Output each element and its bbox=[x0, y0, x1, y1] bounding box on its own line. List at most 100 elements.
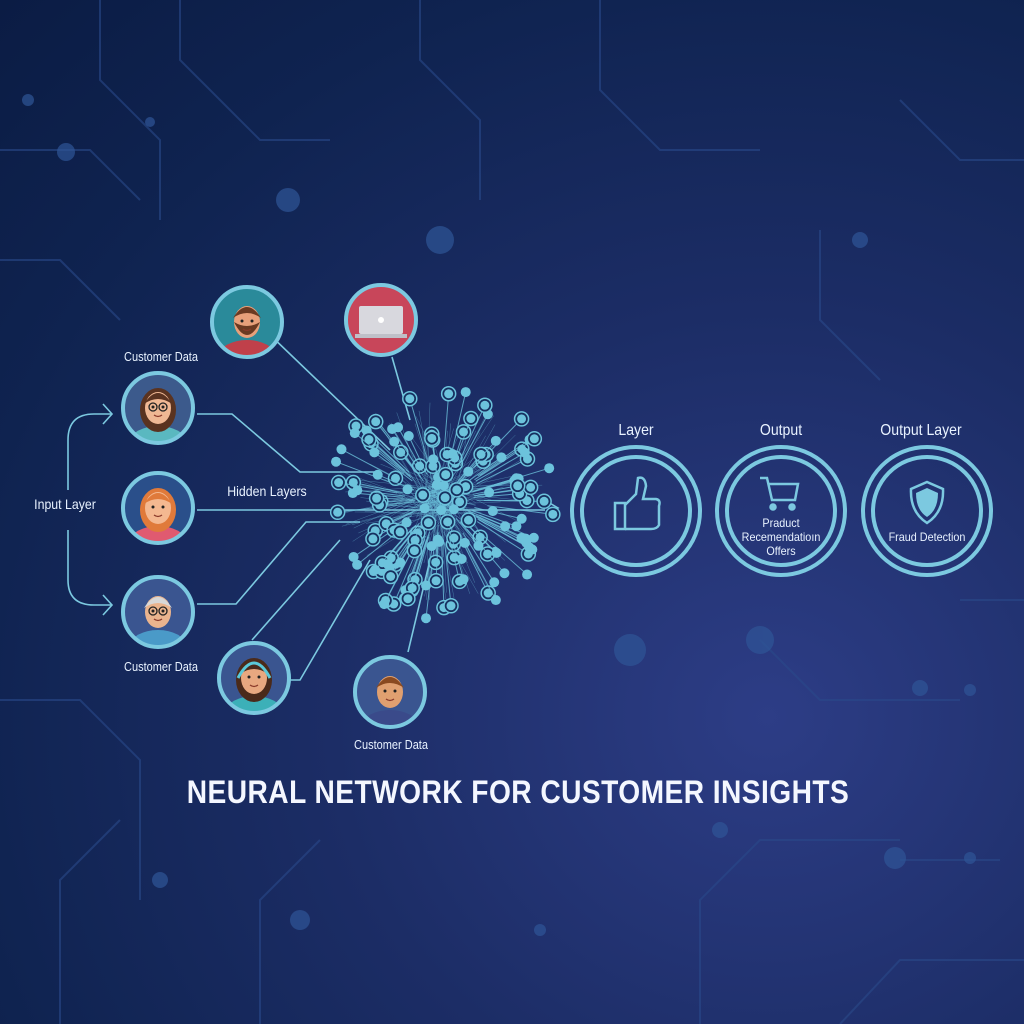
cluster-edge bbox=[430, 494, 447, 537]
neuron-node bbox=[331, 456, 342, 467]
avatar-woman-red-hair bbox=[121, 471, 195, 545]
cluster-edge bbox=[479, 438, 535, 476]
neuron-node bbox=[392, 524, 408, 540]
cluster-edge bbox=[478, 519, 533, 550]
cluster-edge bbox=[474, 514, 522, 539]
neuron-node bbox=[330, 474, 347, 491]
cluster-edge bbox=[354, 511, 443, 514]
neuron-node bbox=[437, 466, 454, 483]
neuron-node bbox=[527, 544, 538, 555]
avatar-elderly-couple bbox=[121, 575, 195, 649]
cluster-edge bbox=[406, 500, 440, 580]
avatar-laptop bbox=[344, 283, 418, 357]
neuron-node bbox=[439, 514, 456, 530]
neuron-node bbox=[443, 598, 459, 614]
neuron-node bbox=[509, 478, 526, 494]
neuron-node bbox=[456, 553, 467, 564]
cluster-edge bbox=[409, 398, 428, 460]
hidden-layers-label: Hidden Layers bbox=[227, 483, 307, 499]
neuron-node bbox=[372, 469, 383, 480]
neuron-node bbox=[428, 454, 439, 465]
neuron-node bbox=[449, 482, 465, 498]
cluster-edge bbox=[476, 516, 527, 544]
cluster-edge bbox=[391, 428, 421, 472]
neuron-node bbox=[519, 447, 530, 458]
neuron-node bbox=[365, 531, 381, 547]
cluster-edge bbox=[476, 529, 528, 575]
cluster-edge bbox=[458, 405, 486, 463]
neuron-node bbox=[329, 504, 346, 521]
neuron-node bbox=[393, 444, 409, 461]
output-heading: Output bbox=[759, 422, 803, 439]
text-line: Offers bbox=[766, 544, 796, 558]
customer-data-label: Customer Data bbox=[354, 738, 428, 752]
shopping-cart-icon bbox=[760, 476, 800, 511]
neuron-node bbox=[421, 613, 432, 624]
neuron-node bbox=[387, 470, 404, 487]
cluster-edge bbox=[476, 458, 528, 485]
output-heading: Layer bbox=[618, 422, 654, 439]
neuron-node bbox=[484, 487, 495, 498]
neuron-node bbox=[421, 580, 432, 591]
cluster-edge bbox=[393, 441, 422, 477]
avatar-young-man bbox=[353, 655, 427, 729]
page-title: NEURAL NETWORK FOR CUSTOMER INSIGHTS bbox=[186, 774, 850, 810]
neuron-node bbox=[477, 397, 493, 414]
neuron-node bbox=[401, 517, 412, 528]
input-layer-label: Input Layer bbox=[34, 496, 96, 512]
neuron-node bbox=[473, 540, 484, 551]
avatar-woman-glasses bbox=[121, 371, 195, 445]
output-heading: Output Layer bbox=[880, 422, 962, 439]
cluster-edge bbox=[463, 440, 497, 477]
neuron-node bbox=[424, 430, 440, 447]
neuron-node bbox=[402, 390, 418, 407]
neuron-node bbox=[490, 595, 501, 606]
neuron-node bbox=[463, 410, 479, 427]
cluster-edge bbox=[378, 457, 443, 488]
cluster-edge bbox=[449, 531, 465, 580]
neuron-node bbox=[487, 506, 498, 517]
neuron-node bbox=[352, 485, 363, 496]
neuron-node bbox=[437, 489, 453, 506]
neuron-node bbox=[415, 487, 431, 503]
neuron-node bbox=[369, 447, 380, 458]
neuron-node bbox=[544, 463, 555, 474]
customer-data-label: Customer Data bbox=[124, 350, 198, 364]
cluster-edge bbox=[472, 510, 517, 527]
neuron-node bbox=[528, 532, 539, 543]
neuron-node bbox=[458, 574, 469, 585]
cluster-edge bbox=[474, 448, 523, 481]
output-node-recommendation-like bbox=[570, 445, 702, 577]
cluster-edge bbox=[390, 530, 420, 577]
neuron-node bbox=[431, 479, 442, 490]
cluster-edge bbox=[472, 478, 519, 492]
text-line: Recemendatioın bbox=[741, 530, 821, 544]
cluster-edge bbox=[450, 391, 467, 457]
neuron-node bbox=[419, 503, 430, 514]
cluster-edge bbox=[397, 426, 423, 472]
neuron-node bbox=[511, 521, 522, 532]
output-node-fraud-detection bbox=[861, 445, 993, 577]
neuron-node bbox=[420, 514, 437, 531]
neuron-node bbox=[367, 413, 384, 430]
neuron-node bbox=[428, 573, 444, 589]
neuron-node bbox=[491, 547, 502, 558]
neuron-node bbox=[489, 577, 500, 588]
fraud-detection-text: Fraud Detection bbox=[888, 530, 966, 544]
customer-data-label: Customer Data bbox=[124, 660, 198, 674]
product-offers-text: Praduct Recemendatioın Offers bbox=[742, 516, 821, 558]
cluster-edge bbox=[487, 505, 553, 515]
cluster-edge bbox=[407, 539, 427, 599]
cluster-edge bbox=[404, 535, 426, 591]
neuron-node bbox=[402, 484, 413, 495]
neuron-node bbox=[448, 504, 459, 515]
cluster-edge bbox=[474, 507, 522, 520]
shield-icon bbox=[909, 480, 945, 525]
neuron-node bbox=[536, 493, 552, 510]
cluster-edge bbox=[459, 414, 489, 466]
neuron-node bbox=[403, 430, 414, 441]
neuron-node bbox=[400, 590, 416, 607]
cluster-edge bbox=[389, 423, 432, 490]
avatar-bearded-man bbox=[210, 285, 284, 359]
